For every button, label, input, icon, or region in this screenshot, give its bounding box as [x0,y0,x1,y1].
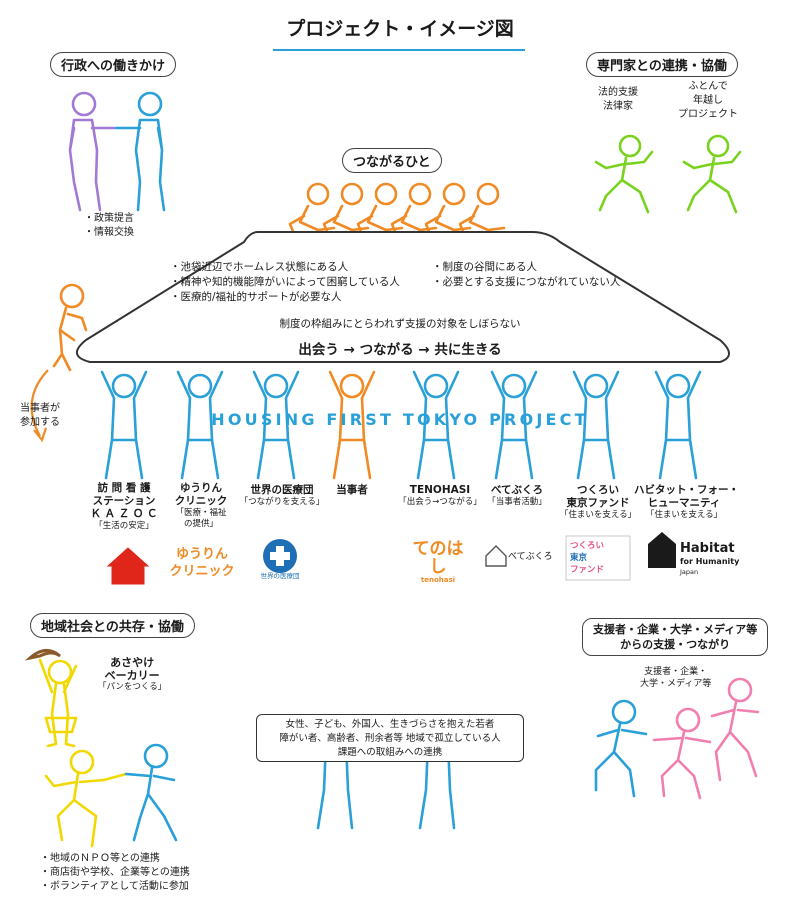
yellow-baker-figure [38,658,78,748]
table-outline [76,231,730,363]
support-figure-6 [490,370,538,480]
table-slogan: 出会う → つながる → 共に生きる [298,342,502,358]
blue-handshake-figure [114,91,166,212]
gov-items: ・政策提言 ・情報交換 [84,212,134,240]
support-figure-1 [100,370,148,480]
support-figure-3 [252,370,300,480]
blue-dancer-figure [124,743,178,842]
supporter-pink-figure-2 [710,677,760,782]
gov-label: 行政への働きかけ [50,52,177,77]
table-targets-right: ・制度の谷間にある人 ・必要とする支援につながれていない人 [432,261,621,288]
bakery-label: あさやけ ベーカリー 「パンをつくる」 [98,656,167,692]
table-policy: 制度の枠組みにとらわれず支援の対象をしぼらない [279,318,521,330]
community-items: ・地域のＮＰＯ等との連携 ・商店街や学校、企業等との連携 ・ボランティアとして活… [40,853,190,892]
bottom-banner: 女性、子ども、外国人、生きづらさを抱えた若者 障がい者、高齢者、刑余者等 地域で… [256,714,524,762]
supporter-blue-figure [594,699,648,798]
habitat-logo: Habitat for Humanity Japan [680,541,740,576]
participant-arrow [30,369,49,437]
member-mdm: 世界の医療団 「つながりを支える」 [239,484,325,507]
member-kazoc: 訪 問 看 護 ステーション Ｋ Ａ Ｚ Ｏ Ｃ 「生活の安定」 [90,482,158,531]
support-figure-8 [654,370,702,480]
lawyer-label: 法的支援 法律家 [598,87,638,112]
project-name: HOUSING FIRST TOKYO PROJECT [211,410,589,429]
purple-figure [68,91,116,212]
support-figure-5 [412,370,460,480]
betebukuro-logo: べてぶくろ [508,552,553,562]
supporters-sublabel: 支援者・企業・ 大学・メディア等 [640,667,712,689]
support-figure-2 [176,370,224,480]
green-runner-2 [682,134,742,214]
tsukuroi-logo-frame [565,535,631,581]
orange-climber [52,283,88,372]
bread-icon [24,649,61,661]
participant-arrow-head [33,427,48,443]
participant-note: 当事者が 参加する [20,403,60,428]
member-participant: 当事者 [336,484,368,496]
member-yuurin: ゆうりん クリニック 「医療・福祉 の提供」 [174,482,228,529]
tsukuroi-logo: つくろい 東京 ファンド [570,541,605,575]
supporters-label: 支援者・企業・大学・メディア等 からの支援・つながり [582,618,769,656]
supporters-label-line1: 支援者・企業・大学・メディア等 [593,623,758,636]
experts-label: 専門家との連携・協働 [586,52,738,77]
member-habitat: ハビタット・フォー・ ヒューマニティ 「住まいを支える」 [634,484,739,520]
support-figure-4 [328,370,376,480]
supporter-pink-figure-1 [652,707,712,800]
tenohasi-logo: てのはし tenohasi [412,539,464,584]
betebukuro-house-icon [485,545,507,567]
green-runner-1 [594,134,654,214]
yuurin-logo: ゆうりん クリニック [169,547,235,579]
member-tenohasi: TENOHASI 「出会う→つながる」 [398,484,482,507]
gov-item: ・政策提言 [84,213,134,224]
mdm-logo-text: 世界の医療団 [260,572,300,580]
page-title: プロジェクト・イメージ図 [286,18,514,40]
gov-item: ・情報交換 [84,227,134,238]
member-tsukuroi: つくろい 東京ファンド 「住まいを支える」 [559,484,637,520]
member-betebukuro: べてぶくろ 「当事者活動」 [487,484,547,507]
support-figure-7 [572,370,620,480]
futon-label: ふとんで 年越し プロジェクト [678,81,738,120]
yellow-dancer-figure [44,749,128,848]
connected-label: つながるひと [342,148,442,173]
community-label: 地域社会との共存・協働 [30,613,195,638]
supporters-label-line2: からの支援・つながり [620,638,731,651]
table-targets-left: ・池袋近辺でホームレス状態にある人 ・精神や知的機能障がいによって困窮している人… [170,261,400,303]
mdm-cross-icon [270,546,290,566]
kazoc-logo-icon [106,547,150,585]
habitat-house-icon [648,532,676,568]
title-underline [273,49,525,51]
